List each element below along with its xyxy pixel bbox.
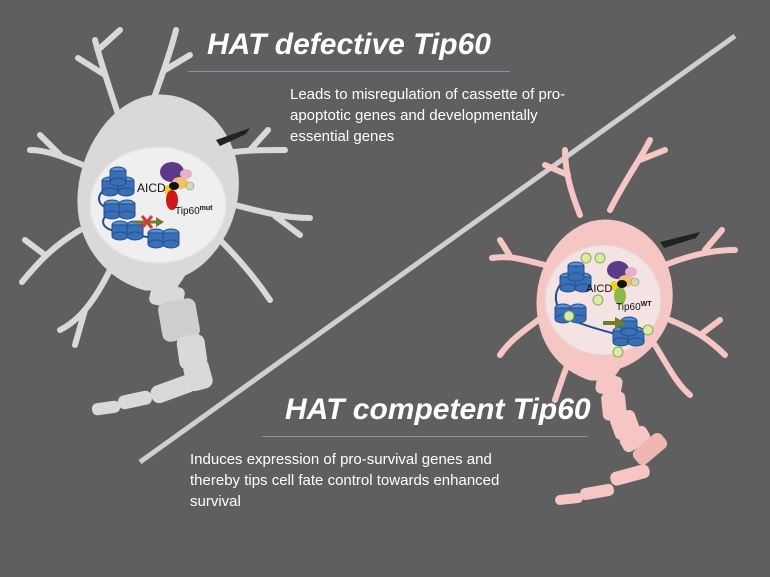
defective-title: HAT defective Tip60 <box>207 28 491 61</box>
diagonal-divider <box>138 33 737 465</box>
acetyl-mark <box>594 252 606 264</box>
acetyl-marks <box>563 252 654 358</box>
block-x-icon <box>140 215 154 229</box>
acetyl-mark <box>580 252 592 264</box>
title-underline-top <box>188 71 510 72</box>
activation-arrow <box>603 317 626 329</box>
acetyl-mark <box>642 324 654 336</box>
acetyl-mark <box>612 346 624 358</box>
acetyl-mark <box>592 294 604 306</box>
title-underline-bottom <box>262 436 588 437</box>
competent-title: HAT competent Tip60 <box>285 393 591 426</box>
blocked-transcription-arrow <box>134 215 164 229</box>
tip60-mutant-label: Tip60mut <box>175 205 213 217</box>
tip60-mutant-complex <box>160 162 195 210</box>
competent-description: Induces expression of pro-survival genes… <box>190 451 500 510</box>
acetyl-mark <box>563 310 575 322</box>
tip60-wildtype-label: Tip60WT <box>616 301 652 313</box>
defective-description: Leads to misregulation of cassette of pr… <box>290 86 566 145</box>
aicd-label-bottom: AICD <box>586 283 612 295</box>
aicd-label-top: AICD <box>137 181 166 195</box>
tip60-wildtype-complex <box>607 261 640 305</box>
chromatin-defective <box>98 166 180 249</box>
